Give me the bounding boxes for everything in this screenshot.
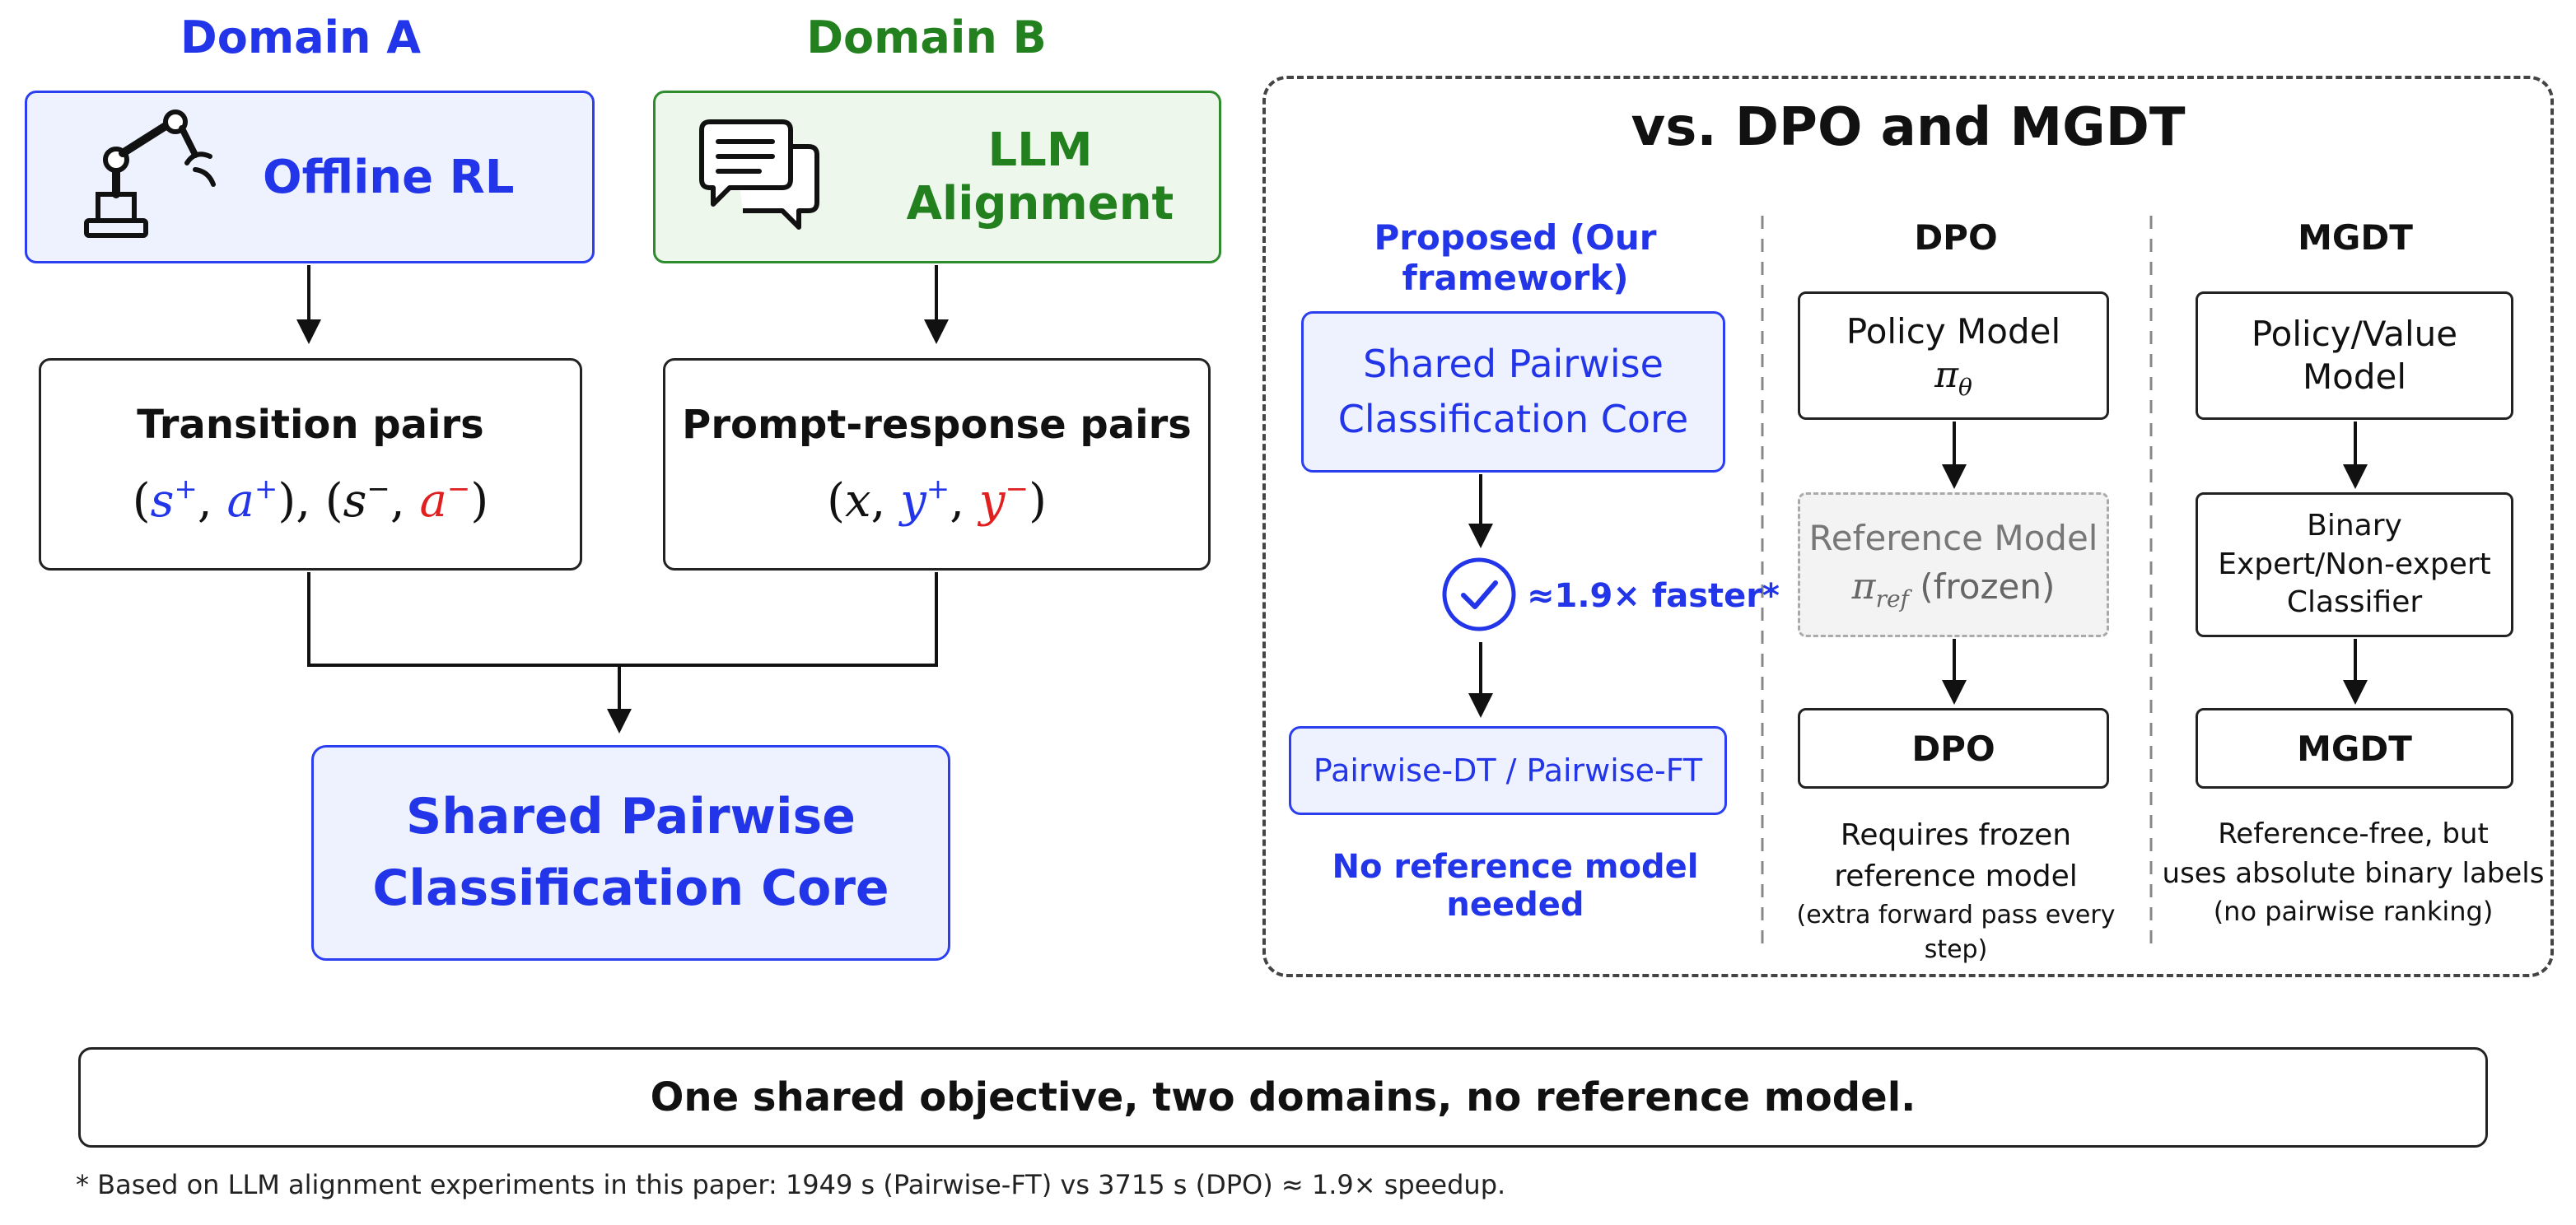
prompt-response-formula: (x, y+, y−) (827, 472, 1047, 528)
mgdt-classifier-line3: Classifier (2286, 585, 2423, 620)
speedup-label: ≈1.9× faster* (1527, 577, 1780, 615)
dpo-heading: DPO (1914, 217, 1998, 258)
mgdt-classifier-box: Binary Expert/Non-expert Classifier (2196, 492, 2513, 637)
llm-alignment-box: LLM Alignment (653, 91, 1221, 263)
offline-rl-label: Offline RL (263, 150, 515, 204)
mgdt-heading: MGDT (2298, 217, 2413, 258)
offline-rl-box: Offline RL (25, 91, 595, 263)
transition-pairs-formula: (s+, a+), (s−, a−) (132, 472, 489, 528)
llm-alignment-label: LLM Alignment (906, 123, 1174, 231)
summary-bar: One shared objective, two domains, no re… (78, 1047, 2488, 1148)
mgdt-policy-box: Policy/Value Model (2196, 291, 2513, 420)
chat-bubbles-icon (693, 114, 825, 240)
prompt-response-title: Prompt-response pairs (682, 401, 1192, 448)
mgdt-policy-line2: Model (2302, 356, 2407, 397)
prompt-response-box: Prompt-response pairs (x, y+, y−) (663, 358, 1211, 571)
mgdt-caption: Reference-free, but uses absolute binary… (2162, 817, 2545, 928)
dpo-output-box: DPO (1798, 708, 2109, 789)
mgdt-output-label: MGDT (2297, 728, 2412, 769)
dpo-reference-symbol: πref (frozen) (1851, 565, 2056, 612)
proposed-core-line1: Shared Pairwise (1363, 342, 1664, 387)
summary-text: One shared objective, two domains, no re… (650, 1074, 1916, 1120)
dpo-caption: Requires frozen reference model (extra f… (1796, 818, 2116, 964)
mgdt-classifier-line2: Expert/Non-expert (2218, 547, 2491, 581)
dpo-reference-label: Reference Model (1808, 518, 2098, 559)
comparison-panel (1262, 76, 2554, 977)
footnote: * Based on LLM alignment experiments in … (76, 1169, 1506, 1200)
comparison-title: vs. DPO and MGDT (1631, 97, 2186, 158)
proposed-note: No reference model needed (1332, 848, 1699, 924)
mgdt-classifier-line1: Binary (2307, 508, 2402, 543)
proposed-core-line2: Classification Core (1337, 397, 1689, 441)
dpo-output-label: DPO (1911, 728, 1995, 769)
proposed-output-label: Pairwise-DT / Pairwise-FT (1313, 752, 1703, 789)
domain-a-title: Domain A (180, 12, 422, 63)
domain-b-title: Domain B (806, 12, 1047, 63)
check-circle-icon (1441, 557, 1517, 636)
dpo-policy-label: Policy Model (1846, 311, 2061, 352)
shared-core-line2: Classification Core (372, 859, 889, 917)
transition-pairs-box: Transition pairs (s+, a+), (s−, a−) (39, 358, 582, 571)
shared-core-line1: Shared Pairwise (406, 788, 856, 845)
dpo-policy-symbol: πθ (1934, 353, 1972, 401)
robot-arm-icon (65, 105, 230, 249)
mgdt-output-box: MGDT (2196, 708, 2513, 789)
proposed-heading: Proposed (Our framework) (1374, 217, 1657, 298)
speedup-row: ≈1.9× faster* (1441, 557, 1780, 636)
proposed-output-box: Pairwise-DT / Pairwise-FT (1289, 726, 1727, 815)
dpo-reference-box: Reference Model πref (frozen) (1798, 492, 2109, 637)
shared-core-box: Shared Pairwise Classification Core (311, 745, 950, 961)
merge-connector (307, 572, 938, 667)
dpo-policy-box: Policy Model πθ (1798, 291, 2109, 420)
transition-pairs-title: Transition pairs (137, 401, 484, 448)
proposed-core-box: Shared Pairwise Classification Core (1301, 311, 1725, 473)
mgdt-policy-line1: Policy/Value (2251, 313, 2458, 354)
